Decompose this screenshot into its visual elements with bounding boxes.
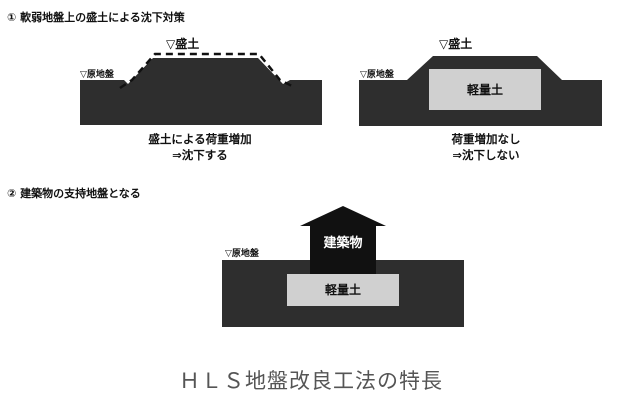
building-diagram: 建築物 軽量土 ▽原地盤 [222, 206, 464, 327]
right-lightweight-block [429, 69, 541, 110]
right-caption-line2: ⇒沈下しない [452, 148, 520, 162]
left-caption-line2: ⇒沈下する [172, 148, 228, 162]
bottom-lightweight-block [287, 274, 399, 306]
left-ground-body [80, 58, 322, 125]
left-caption-line1: 盛土による荷重増加 [148, 132, 252, 146]
bottom-block-label: 軽量土 [325, 282, 361, 297]
right-diagram: 軽量土 ▽盛土 ▽原地盤 [359, 36, 602, 126]
left-settlement-dashed [119, 52, 293, 90]
building-label: 建築物 [323, 235, 362, 251]
left-ground-label: ▽原地盤 [80, 68, 115, 80]
right-ground-label: ▽原地盤 [360, 68, 395, 80]
building-arrow-shape [300, 206, 386, 274]
footer-title: ＨＬＳ地盤改良工法の特長 [179, 369, 443, 393]
right-fill-label: ▽盛土 [439, 36, 472, 51]
bottom-ground-label: ▽原地盤 [225, 247, 260, 259]
left-caption: 盛土による荷重増加 ⇒沈下する [122, 131, 278, 163]
left-fill-label: ▽盛土 [166, 36, 199, 51]
right-caption-line1: 荷重増加なし [451, 132, 521, 146]
section2-heading: ② 建築物の支持地盤となる [7, 187, 141, 200]
right-block-label: 軽量土 [467, 82, 503, 97]
left-diagram: ▽盛土 ▽原地盤 [80, 36, 322, 125]
right-caption: 荷重増加なし ⇒沈下しない [424, 131, 548, 163]
section1-heading: ① 軟弱地盤上の盛土による沈下対策 [7, 11, 185, 24]
